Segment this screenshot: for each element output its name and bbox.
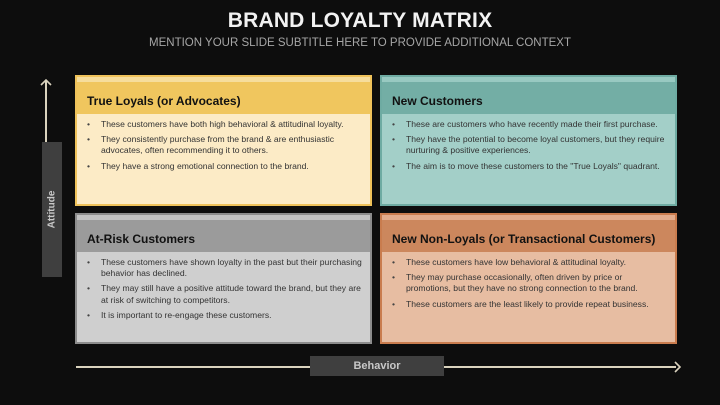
bullet-list: These customers have shown loyalty in th… [77,252,370,321]
quadrant-new-non-loyals: New Non-Loyals (or Transactional Custome… [380,213,677,344]
bullet-item: The aim is to move these customers to th… [392,161,667,172]
slide-title: BRAND LOYALTY MATRIX [227,9,493,32]
bullet-item: These customers have low behavioral & at… [392,257,667,268]
bullet-list: These are customers who have recently ma… [382,114,675,172]
y-axis-label-text: Attitude [46,190,58,229]
bullet-list: These customers have low behavioral & at… [382,252,675,310]
bullet-item: They may still have a positive attitude … [87,283,362,305]
y-axis-label: Attitude [42,142,62,277]
arrow-right-icon [674,361,682,373]
quadrant-new-customers: New Customers These are customers who ha… [380,75,677,206]
quadrant-title: New Customers [382,77,675,114]
bullet-item: These customers are the least likely to … [392,299,667,310]
slide-subtitle: MENTION YOUR SLIDE SUBTITLE HERE TO PROV… [149,37,571,49]
quadrant-title: New Non-Loyals (or Transactional Custome… [382,215,675,252]
bullet-item: They have a strong emotional connection … [87,161,362,172]
bullet-item: These customers have shown loyalty in th… [87,257,362,279]
quadrant-true-loyals: True Loyals (or Advocates) These custome… [75,75,372,206]
bullet-item: They have the potential to become loyal … [392,134,667,156]
bullet-list: These customers have both high behaviora… [77,114,370,172]
quadrant-title: At-Risk Customers [77,215,370,252]
x-axis-label: Behavior [310,356,444,376]
bullet-item: They may purchase occasionally, often dr… [392,272,667,294]
bullet-item: These are customers who have recently ma… [392,119,667,130]
arrow-up-icon [40,78,52,86]
bullet-item: These customers have both high behaviora… [87,119,362,130]
bullet-item: They consistently purchase from the bran… [87,134,362,156]
quadrant-title: True Loyals (or Advocates) [77,77,370,114]
quadrant-at-risk: At-Risk Customers These customers have s… [75,213,372,344]
bullet-item: It is important to re-engage these custo… [87,310,362,321]
